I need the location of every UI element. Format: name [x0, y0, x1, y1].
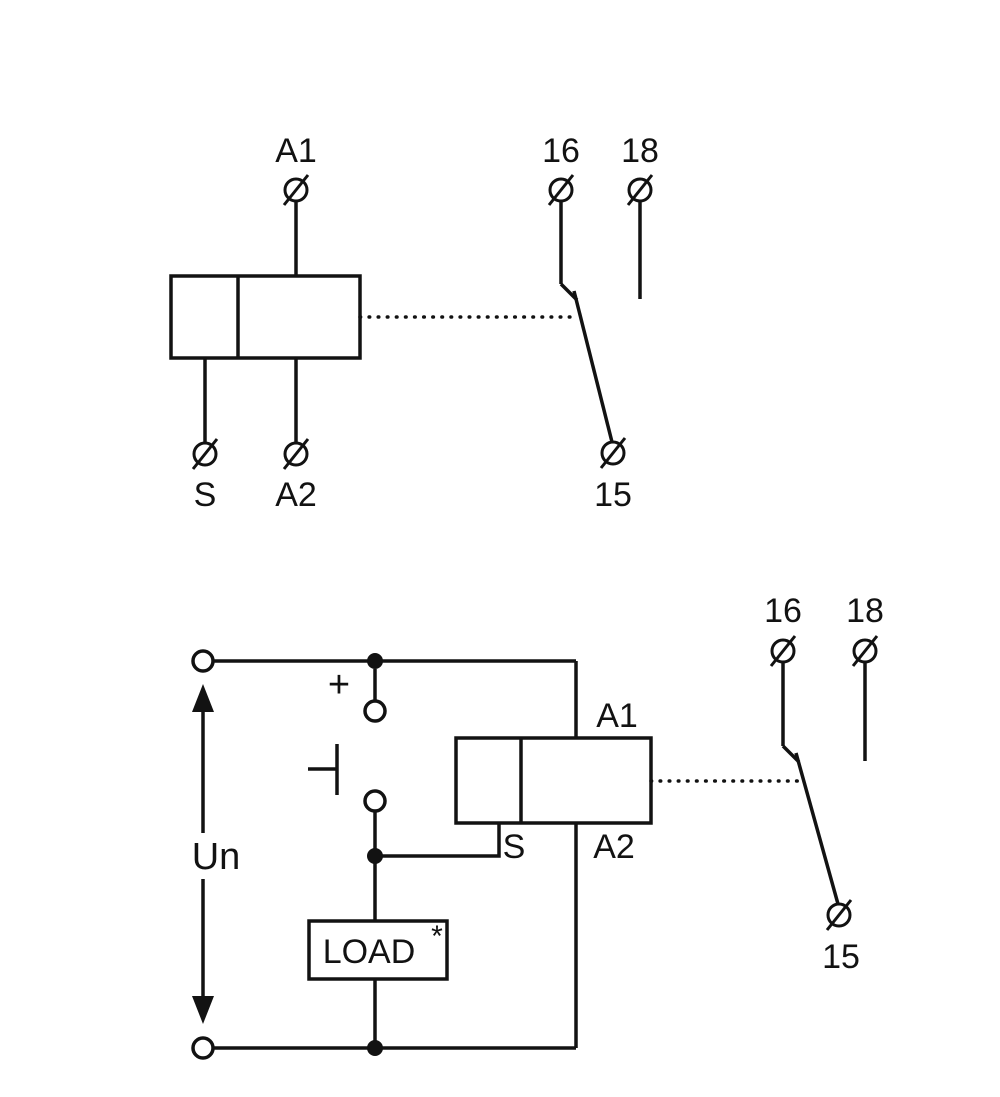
load-note-asterisk: * — [431, 920, 443, 953]
terminal-s-icon — [191, 437, 219, 471]
terminal-15-icon — [825, 898, 853, 932]
changeover-contact: 16 18 15 — [764, 592, 884, 976]
terminal-a1-icon — [282, 173, 310, 207]
terminal-18-icon — [626, 173, 654, 207]
polarity-plus-label: + — [328, 664, 350, 706]
button-contact-bottom — [363, 789, 387, 813]
terminal-label-18: 18 — [846, 592, 884, 630]
button-contact-top — [363, 699, 387, 723]
relay-coil-box — [454, 736, 653, 825]
junction-top — [367, 653, 383, 669]
terminal-16-icon — [769, 634, 797, 668]
terminal-label-a1: A1 — [275, 132, 317, 170]
terminal-label-15: 15 — [594, 476, 632, 514]
terminal-label-a1: A1 — [596, 697, 638, 735]
terminal-label-16: 16 — [764, 592, 802, 630]
supply-terminal-bottom — [191, 1036, 215, 1060]
load-label: LOAD — [323, 933, 416, 971]
wire-s-branch — [375, 823, 501, 858]
terminal-15-icon — [599, 436, 627, 470]
push-button: + — [308, 664, 387, 856]
contact-blade — [572, 290, 614, 443]
supply-terminal-top — [191, 649, 215, 673]
terminal-label-18: 18 — [621, 132, 659, 170]
terminal-label-s: S — [194, 476, 217, 514]
application-circuit-diagram: Un + S LOAD * — [191, 592, 884, 1060]
terminal-a2-icon — [282, 437, 310, 471]
un-arrowhead-down-icon — [192, 996, 214, 1024]
contact-blade — [794, 752, 840, 905]
terminal-label-a2: A2 — [275, 476, 317, 514]
terminal-16-icon — [547, 173, 575, 207]
supply-voltage-label: Un — [192, 836, 241, 878]
top-connection-diagram: A1 S A2 16 18 — [169, 132, 659, 514]
terminal-label-a2: A2 — [593, 828, 635, 866]
terminal-label-15: 15 — [822, 938, 860, 976]
terminal-label-16: 16 — [542, 132, 580, 170]
terminal-label-s: S — [503, 828, 526, 866]
un-arrowhead-up-icon — [192, 684, 214, 712]
load-box — [307, 919, 449, 981]
changeover-contact: 16 18 15 — [542, 132, 659, 514]
terminal-18-icon — [851, 634, 879, 668]
relay-coil-box — [169, 274, 362, 360]
